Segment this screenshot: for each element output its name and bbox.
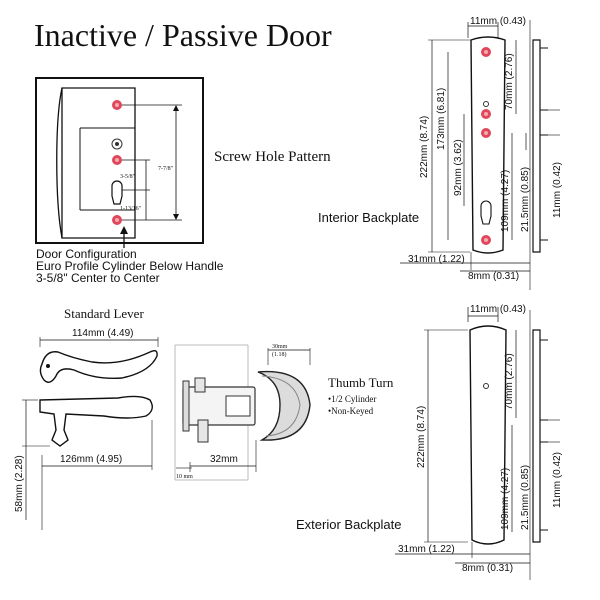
door-config-line1: Door Configuration bbox=[36, 247, 137, 261]
door-config-line3: 3-5/8" Center to Center bbox=[36, 271, 160, 285]
int-plate-side bbox=[532, 39, 541, 253]
interior-backplate-drawing: 11mm (0.43) 222mm (8.74) 173mm (6.81) 92… bbox=[400, 16, 563, 290]
page-title: Inactive / Passive Door bbox=[34, 17, 332, 53]
cyl-dim-10: 10 mm bbox=[176, 474, 193, 480]
thumb-turn-bullet2: •Non-Keyed bbox=[328, 406, 374, 416]
ext-bottom-width: 31mm (1.22) bbox=[398, 544, 455, 555]
dim-3-5-8: 3-5/8" bbox=[120, 174, 136, 180]
dim-7-7-8: 7-7/8" bbox=[158, 166, 174, 172]
standard-lever-label: Standard Lever bbox=[64, 306, 144, 321]
thumb-turn-bullet1: •1/2 Cylinder bbox=[328, 394, 376, 404]
cylinder-drawing: 30mm (1.18) 32mm 10 mm bbox=[174, 344, 311, 481]
ext-plate-front bbox=[469, 325, 507, 545]
ext-21: 21.5mm (0.85) bbox=[520, 465, 531, 530]
cyl-dim-30: 30mm bbox=[272, 344, 288, 350]
exterior-backplate-drawing: 11mm (0.43) 222mm (8.74) 70mm (2.76) 109… bbox=[395, 304, 563, 580]
ext-70: 70mm (2.76) bbox=[504, 353, 515, 410]
exterior-backplate-label: Exterior Backplate bbox=[296, 517, 402, 532]
lever-length: 114mm (4.49) bbox=[72, 328, 134, 339]
lever-side-length: 126mm (4.95) bbox=[60, 454, 122, 465]
int-70: 70mm (2.76) bbox=[504, 53, 515, 110]
screw-hole-pattern-label: Screw Hole Pattern bbox=[214, 149, 331, 165]
lever-height: 58mm (2.28) bbox=[14, 455, 25, 512]
cyl-dim-30-in: (1.18) bbox=[272, 351, 287, 358]
int-109: 109mm (4.27) bbox=[500, 170, 511, 232]
lever-side-view: 126mm (4.95) 58mm (2.28) bbox=[14, 395, 153, 530]
ext-width-top: 11mm (0.43) bbox=[470, 304, 526, 315]
door-config-line2: Euro Profile Cylinder Below Handle bbox=[36, 259, 224, 273]
lever-top-view: 114mm (4.49) bbox=[39, 328, 159, 383]
interior-backplate-label: Interior Backplate bbox=[318, 210, 419, 225]
lever-top-shape bbox=[39, 349, 158, 383]
pattern-frame bbox=[35, 77, 204, 244]
thumb-turn-knob bbox=[257, 370, 311, 441]
ext-overall: 222mm (8.74) bbox=[416, 406, 427, 468]
int-11v: 11mm (0.42) bbox=[552, 162, 563, 218]
screw-hole-pattern: 7-7/8" 3-5/8" 1-13/16" bbox=[35, 77, 204, 248]
int-bottom-depth: 8mm (0.31) bbox=[468, 271, 519, 282]
cam bbox=[194, 377, 206, 393]
ext-bottom-depth: 8mm (0.31) bbox=[462, 563, 513, 574]
int-width-top: 11mm (0.43) bbox=[470, 16, 526, 27]
cyl-dim-32: 32mm bbox=[210, 454, 238, 465]
int-upper: 173mm (6.81) bbox=[436, 88, 447, 150]
thumb-turn-label: Thumb Turn bbox=[328, 375, 394, 390]
int-plate-front bbox=[470, 36, 506, 254]
ext-109: 109mm (4.27) bbox=[500, 468, 511, 530]
int-overall: 222mm (8.74) bbox=[419, 116, 430, 178]
ext-plate-side bbox=[532, 329, 541, 543]
int-bottom-width: 31mm (1.22) bbox=[408, 254, 465, 265]
dim-1-13-16: 1-13/16" bbox=[120, 206, 142, 212]
lever-side-shape bbox=[39, 395, 153, 447]
ext-11v: 11mm (0.42) bbox=[552, 452, 563, 508]
door-edge bbox=[61, 87, 136, 239]
int-21: 21.5mm (0.85) bbox=[520, 167, 531, 232]
int-mid: 92mm (3.62) bbox=[453, 139, 464, 196]
cylinder-cutout bbox=[111, 180, 123, 205]
spindle-hole bbox=[111, 138, 123, 150]
